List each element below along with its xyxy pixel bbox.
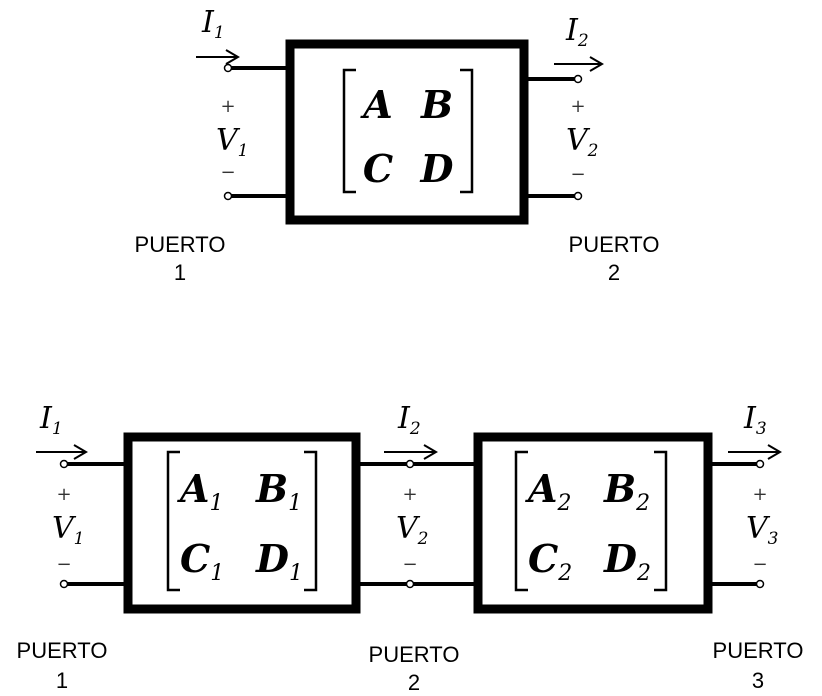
bottom-current-label-2: I2 bbox=[397, 401, 421, 439]
bottom-port-3-number: 3 bbox=[752, 668, 764, 693]
bottom-terminal-1-lower bbox=[59, 579, 69, 589]
bottom-terminal-2-lower bbox=[405, 579, 415, 589]
bottom-voltage-2-label: V2 bbox=[396, 511, 429, 549]
bottom-matrix-2-d: D2 bbox=[603, 536, 651, 586]
top-port-1-number: 1 bbox=[174, 260, 186, 285]
bottom-network: A1 B1 C1 D1 A2 B2 C2 D2 I1 I2 I3 + V1 − bbox=[17, 401, 804, 695]
top-matrix-b: B bbox=[420, 82, 453, 127]
top-port-1-name: PUERTO bbox=[135, 232, 226, 257]
bottom-network-box-2 bbox=[473, 432, 713, 614]
bottom-current-label-3: I3 bbox=[743, 401, 767, 439]
bottom-matrix-1-a: A1 bbox=[177, 466, 223, 516]
top-current-arrow-in bbox=[196, 49, 240, 65]
bottom-matrix-1-c: C1 bbox=[180, 536, 224, 586]
top-voltage-plus-in: + bbox=[220, 96, 235, 117]
bottom-terminal-1-upper bbox=[59, 459, 69, 469]
top-matrix-c: C bbox=[363, 146, 393, 191]
top-terminal-in-lower bbox=[223, 191, 233, 201]
bottom-matrix-2-a: A2 bbox=[525, 466, 571, 516]
top-terminal-out-upper bbox=[573, 74, 583, 84]
bottom-terminal-2-upper bbox=[405, 459, 415, 469]
top-terminal-out-lower bbox=[573, 191, 583, 201]
top-matrix-d: D bbox=[420, 146, 454, 191]
top-current-arrow-out bbox=[554, 56, 604, 72]
bottom-port-2-name: PUERTO bbox=[369, 642, 460, 667]
bottom-network-box-1 bbox=[123, 432, 361, 614]
bottom-voltage-1-plus: + bbox=[56, 484, 71, 505]
bottom-voltage-2-plus: + bbox=[402, 484, 417, 505]
top-matrix-right-bracket bbox=[460, 68, 474, 194]
bottom-current-arrow-2 bbox=[384, 444, 438, 460]
bottom-terminal-3-lower bbox=[755, 579, 765, 589]
bottom-voltage-3-label: V3 bbox=[746, 511, 779, 549]
bottom-matrix-1-left-bracket bbox=[166, 450, 180, 592]
bottom-matrix-1-d: D1 bbox=[255, 536, 303, 586]
bottom-port-2-number: 2 bbox=[408, 670, 420, 695]
top-network: A B C D I1 I2 + V1 − + V2 − PUERTO 1 PUE… bbox=[135, 5, 660, 285]
top-terminal-in-upper bbox=[223, 63, 233, 73]
bottom-matrix-2-c: C2 bbox=[528, 536, 572, 586]
bottom-terminal-3-upper bbox=[755, 459, 765, 469]
top-voltage-plus-out: + bbox=[570, 96, 585, 117]
bottom-current-arrow-1 bbox=[36, 444, 88, 460]
top-current-label-in: I1 bbox=[201, 5, 225, 43]
bottom-voltage-3-minus: − bbox=[752, 554, 767, 575]
top-port-2-number: 2 bbox=[608, 260, 620, 285]
top-voltage-minus-out: − bbox=[570, 164, 585, 185]
top-current-label-out: I2 bbox=[565, 13, 589, 51]
bottom-current-label-1: I1 bbox=[39, 401, 63, 439]
top-port-2-name: PUERTO bbox=[569, 232, 660, 257]
bottom-matrix-2-b: B2 bbox=[603, 466, 650, 516]
bottom-port-1-number: 1 bbox=[56, 668, 68, 693]
bottom-matrix-1-right-bracket bbox=[304, 450, 318, 592]
bottom-current-arrow-3 bbox=[728, 444, 782, 460]
bottom-matrix-2-right-bracket bbox=[654, 450, 668, 592]
top-network-box bbox=[285, 39, 529, 225]
bottom-port-3-name: PUERTO bbox=[713, 638, 804, 663]
top-voltage-label-in: V1 bbox=[216, 123, 249, 161]
bottom-voltage-1-label: V1 bbox=[52, 511, 85, 549]
top-voltage-minus-in: − bbox=[220, 162, 235, 183]
bottom-port-1-name: PUERTO bbox=[17, 638, 108, 663]
bottom-matrix-1-b: B1 bbox=[255, 466, 302, 516]
top-matrix-left-bracket bbox=[342, 68, 356, 194]
bottom-matrix-2-left-bracket bbox=[514, 450, 528, 592]
bottom-voltage-1-minus: − bbox=[56, 554, 71, 575]
top-voltage-label-out: V2 bbox=[566, 123, 599, 161]
top-matrix-a: A bbox=[360, 82, 392, 127]
bottom-voltage-2-minus: − bbox=[402, 554, 417, 575]
bottom-voltage-3-plus: + bbox=[752, 484, 767, 505]
